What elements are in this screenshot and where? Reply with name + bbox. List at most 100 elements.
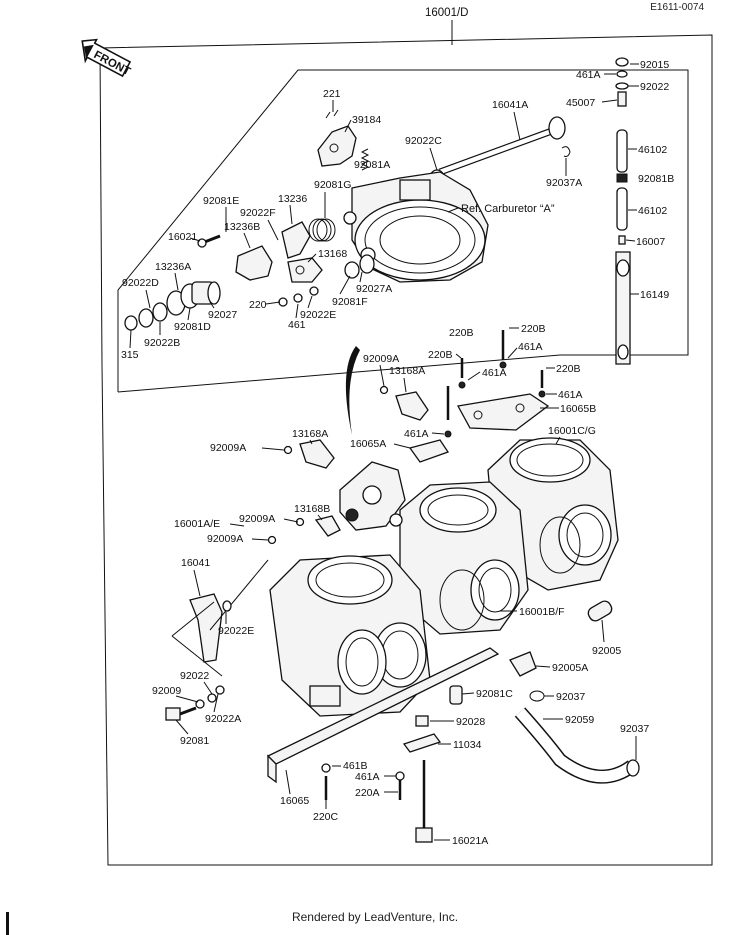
callout-461B: 461B — [343, 760, 368, 772]
callout-92022C: 92022C — [405, 135, 442, 147]
plate-16065B — [456, 393, 550, 431]
callout-92081D: 92081D — [174, 321, 211, 333]
callout-315: 315 — [121, 349, 139, 361]
callout-220B-c: 220B — [428, 349, 453, 361]
callout-92037A: 92037A — [546, 177, 582, 189]
callout-16007: 16007 — [636, 236, 665, 248]
callout-461A-e: 461A — [355, 771, 380, 783]
bracket-39184 — [317, 109, 357, 167]
callout-92081F: 92081F — [332, 296, 368, 308]
footer-credit: Rendered by LeadVenture, Inc. — [291, 910, 459, 924]
callout-92005A: 92005A — [552, 662, 588, 674]
callout-461A-top: 461A — [576, 69, 601, 81]
callout-92022-b: 92022 — [180, 670, 209, 682]
callout-92081G: 92081G — [314, 179, 351, 191]
lever-13168 — [287, 257, 323, 283]
callout-16065A: 16065A — [350, 438, 386, 450]
callout-92009A-b: 92009A — [210, 442, 246, 454]
callout-16001CG: 16001C/G — [548, 425, 596, 437]
callout-92022-top: 92022 — [640, 81, 669, 93]
callout-92081B: 92081B — [638, 173, 674, 185]
callout-220A: 220A — [355, 787, 380, 799]
callout-92081A: 92081A — [354, 159, 390, 171]
bolt-set-220B — [444, 330, 546, 438]
callout-461A-a: 461A — [518, 341, 543, 353]
callout-461A-b: 461A — [482, 367, 507, 379]
callout-13168A-b: 13168A — [292, 428, 328, 440]
callout-220: 220 — [249, 299, 267, 311]
callout-92037: 92037 — [556, 691, 585, 703]
carburetor-middle — [399, 481, 529, 635]
callout-92022E-top: 92022E — [300, 309, 336, 321]
callout-39184: 39184 — [352, 114, 381, 126]
direction-arrow-icon — [345, 346, 360, 435]
callout-92028: 92028 — [456, 716, 485, 728]
screw-16021 — [197, 234, 221, 248]
callout-16021: 16021 — [168, 231, 197, 243]
spring-92081A — [360, 148, 370, 171]
callout-461A-d: 461A — [404, 428, 429, 440]
callout-13168A-a: 13168A — [389, 365, 425, 377]
callout-220C: 220C — [313, 811, 339, 823]
callout-92009A-d: 92009A — [207, 533, 243, 545]
screw-set — [267, 385, 389, 545]
outer-frame — [99, 34, 713, 866]
callout-labels: 221 39184 92022C 16041A 92015 461A 92022… — [121, 59, 674, 847]
callout-220B-d: 220B — [556, 363, 581, 375]
callout-92081E: 92081E — [203, 195, 239, 207]
callout-11034: 11034 — [453, 739, 482, 751]
callout-461A-c: 461A — [558, 389, 583, 401]
callout-92037-b: 92037 — [620, 723, 649, 735]
adjuster-16021A — [415, 760, 433, 843]
small-parts-mid — [278, 254, 375, 307]
fuel-fittings — [449, 600, 640, 784]
callout-46102-b: 46102 — [638, 205, 667, 217]
mounting-rail-16065 — [266, 647, 500, 784]
lever-13168A-lower — [299, 439, 335, 469]
callout-13236: 13236 — [278, 193, 307, 205]
callout-16149: 16149 — [640, 289, 669, 301]
callout-92009A-a: 92009A — [363, 353, 399, 365]
diagram-code: E1611-0074 — [650, 2, 704, 13]
bracket-16065A — [408, 439, 450, 463]
callout-92027A: 92027A — [356, 283, 392, 295]
assembly-number: 16001/D — [425, 7, 468, 19]
callout-16001BF: 16001B/F — [519, 606, 565, 618]
bracket-11034 — [402, 715, 442, 753]
callout-92022B: 92022B — [144, 337, 180, 349]
callout-221: 221 — [323, 88, 341, 100]
callout-92027: 92027 — [208, 309, 237, 321]
spring-92081G — [308, 218, 336, 242]
lever-13168B — [314, 515, 341, 537]
callout-92081C: 92081C — [476, 688, 513, 700]
lever-13236B — [235, 245, 273, 281]
throttle-shaft — [429, 116, 566, 187]
callout-16065B: 16065B — [560, 403, 596, 415]
callout-461: 461 — [288, 319, 306, 331]
carburetor-front — [269, 554, 431, 717]
callout-92015: 92015 — [640, 59, 669, 71]
callout-46102-a: 46102 — [638, 144, 667, 156]
callout-16041: 16041 — [181, 557, 210, 569]
callout-13168-top: 13168 — [318, 248, 347, 260]
callout-16001AE: 16001A/E — [174, 518, 220, 530]
callout-16041A: 16041A — [492, 99, 528, 111]
inner-frame-bottom — [117, 354, 561, 393]
lever-13168A-upper — [395, 391, 429, 421]
callout-16021A: 16021A — [452, 835, 488, 847]
callout-92005: 92005 — [592, 645, 621, 657]
callout-45007: 45007 — [566, 97, 595, 109]
edge-mark — [6, 912, 9, 935]
inner-frame — [117, 69, 689, 392]
callout-92022A: 92022A — [205, 713, 241, 725]
callout-13168B: 13168B — [294, 503, 330, 515]
callout-16065: 16065 — [280, 795, 309, 807]
bolt-92081 — [165, 685, 225, 721]
front-arrow-icon: FRONT — [81, 38, 132, 78]
callout-92009: 92009 — [152, 685, 181, 697]
callout-220B-a: 220B — [449, 327, 474, 339]
choke-linkage — [339, 461, 406, 531]
callout-92022E-b: 92022E — [218, 625, 254, 637]
link-arm-16041 — [171, 559, 269, 677]
